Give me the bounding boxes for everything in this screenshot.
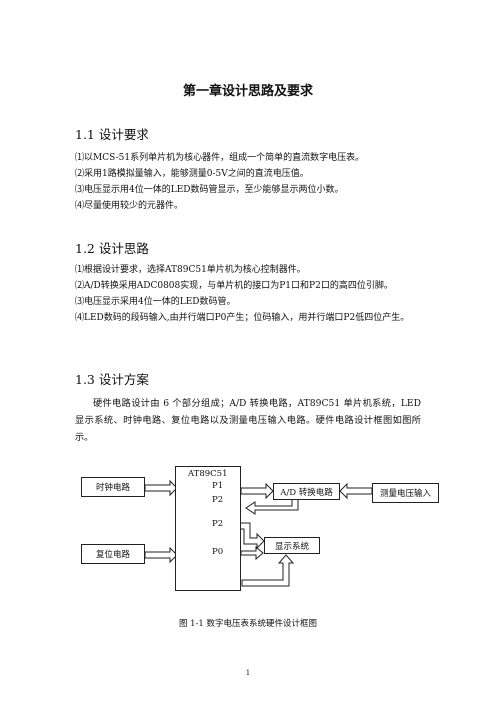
list-item: ⑴以MCS-51系列单片机为核心器件，组成一个简单的直流数字电压表。: [75, 153, 365, 163]
list-item: ⑴根据设计要求，选择AT89C51单片机为核心控制器件。: [75, 265, 306, 275]
section-heading-scheme: 1.3 设计方案: [75, 372, 149, 387]
p2-to-display-arrow: [241, 522, 265, 550]
section-heading-requirements: 1.1 设计要求: [75, 127, 149, 142]
pin-label: P2: [212, 495, 224, 505]
voltage-input-box: 测量电压输入: [372, 483, 439, 503]
list-item: ⑵采用1路模拟量输入，能够测量0-5V之间的直流电压值。: [75, 169, 309, 179]
p0-to-display-arrow: [240, 545, 264, 561]
page-number: 1: [245, 669, 251, 677]
chapter-title: 第一章设计思路及要求: [182, 84, 313, 99]
mcu-box: AT89C51 P1 P2 P2 P0: [175, 466, 241, 591]
pin-label: P1: [212, 481, 224, 491]
mcu-label: AT89C51: [188, 469, 228, 479]
approach-list: ⑴根据设计要求，选择AT89C51单片机为核心控制器件。 ⑵A/D转换采用ADC…: [75, 262, 427, 326]
list-item: ⑷LED数码的段码输入,由并行端口P0产生；位码输入，用并行端口P2低四位产生。: [75, 313, 410, 323]
reset-circuit-box: 复位电路: [81, 544, 145, 564]
list-item: ⑶电压显示用4位一体的LED数码管显示，至少能够显示两位小数。: [75, 185, 344, 195]
list-item: ⑷尽量使用较少的元器件。: [75, 201, 184, 211]
scheme-paragraph: 硬件电路设计由 6 个部分组成；A/D 转换电路，AT89C51 单片机系统，L…: [75, 398, 421, 443]
figure-caption: 图 1-1 数字电压表系统硬件设计框图: [178, 619, 318, 629]
adc-circuit-box: A/D 转换电路: [273, 483, 340, 500]
clock-circuit-box: 时钟电路: [81, 477, 145, 497]
clock-arrow: [144, 479, 178, 497]
requirements-list: ⑴以MCS-51系列单片机为核心器件，组成一个简单的直流数字电压表。 ⑵采用1路…: [75, 150, 427, 214]
reset-arrow: [144, 546, 178, 564]
p1-to-adc-arrow: [240, 482, 274, 500]
pin-label: P0: [212, 547, 224, 557]
adc-to-p2-arrow: [245, 500, 299, 515]
display-feedback-arrow: [241, 554, 295, 587]
display-system-box: 显示系统: [264, 537, 320, 554]
section-heading-approach: 1.2 设计思路: [75, 241, 149, 256]
list-item: ⑶电压显示采用4位一体的LED数码管。: [75, 297, 236, 307]
input-to-adc-arrow: [339, 482, 373, 500]
list-item: ⑵A/D转换采用ADC0808实现，与单片机的接口为P1口和P2口的高四位引脚。: [75, 281, 393, 291]
pin-label: P2: [212, 519, 224, 529]
